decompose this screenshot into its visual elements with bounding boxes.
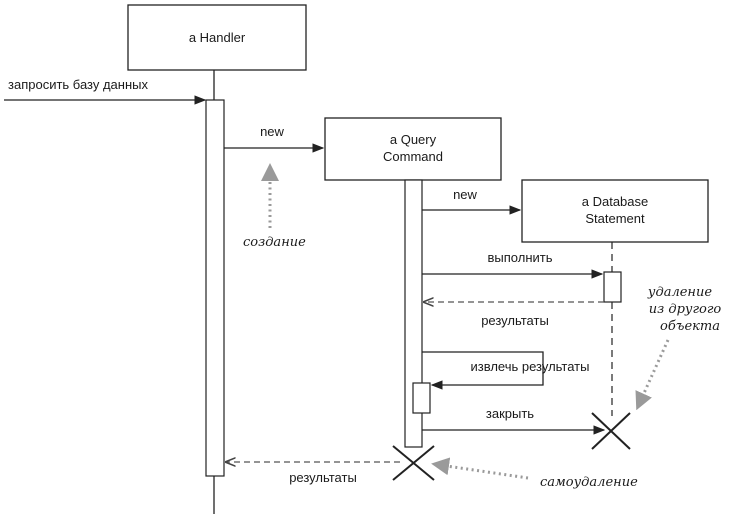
db-label-line2: Statement (585, 211, 645, 226)
query-label-line1: a Query (390, 132, 437, 147)
query-command-activation (404, 179, 423, 448)
deletion-note-line3: объекта (660, 319, 720, 334)
handler-box (127, 4, 307, 71)
new-statement-label: new (453, 187, 477, 202)
extract-results-arrow (422, 351, 544, 390)
database-statement-box (521, 179, 709, 243)
results-final-label: результаты (289, 470, 357, 485)
creation-note: создание (243, 235, 306, 250)
db-activation (603, 271, 622, 303)
results-statement-label: результаты (481, 313, 549, 328)
query-self-destroy-mark-b (392, 445, 435, 481)
query-label-line2: Command (383, 149, 443, 164)
close-label: закрыть (486, 406, 534, 421)
self-deletion-note: самоудаление (540, 475, 638, 490)
handler-label: a Handler (189, 30, 246, 45)
query-command-box (324, 117, 502, 181)
participant-database-statement: a Database Statement (521, 179, 709, 243)
participant-handler: a Handler (127, 4, 307, 71)
deletion-note-line1: удаление (647, 285, 712, 300)
extract-activation (412, 382, 431, 414)
participant-query-command: a Query Command (324, 117, 502, 181)
extract-results-label: извлечь результаты (471, 359, 590, 374)
deletion-note-line2: из другого (649, 302, 722, 317)
deletion-pointer (635, 339, 670, 411)
execute-label: выполнить (488, 250, 553, 265)
handler-activation (205, 99, 225, 477)
statement-destroy-mark-b (591, 412, 631, 450)
new-query-label: new (260, 124, 284, 139)
request-label: запросить базу данных (8, 77, 148, 92)
self-deletion-pointer (431, 457, 529, 480)
db-label-line1: a Database (582, 194, 649, 209)
